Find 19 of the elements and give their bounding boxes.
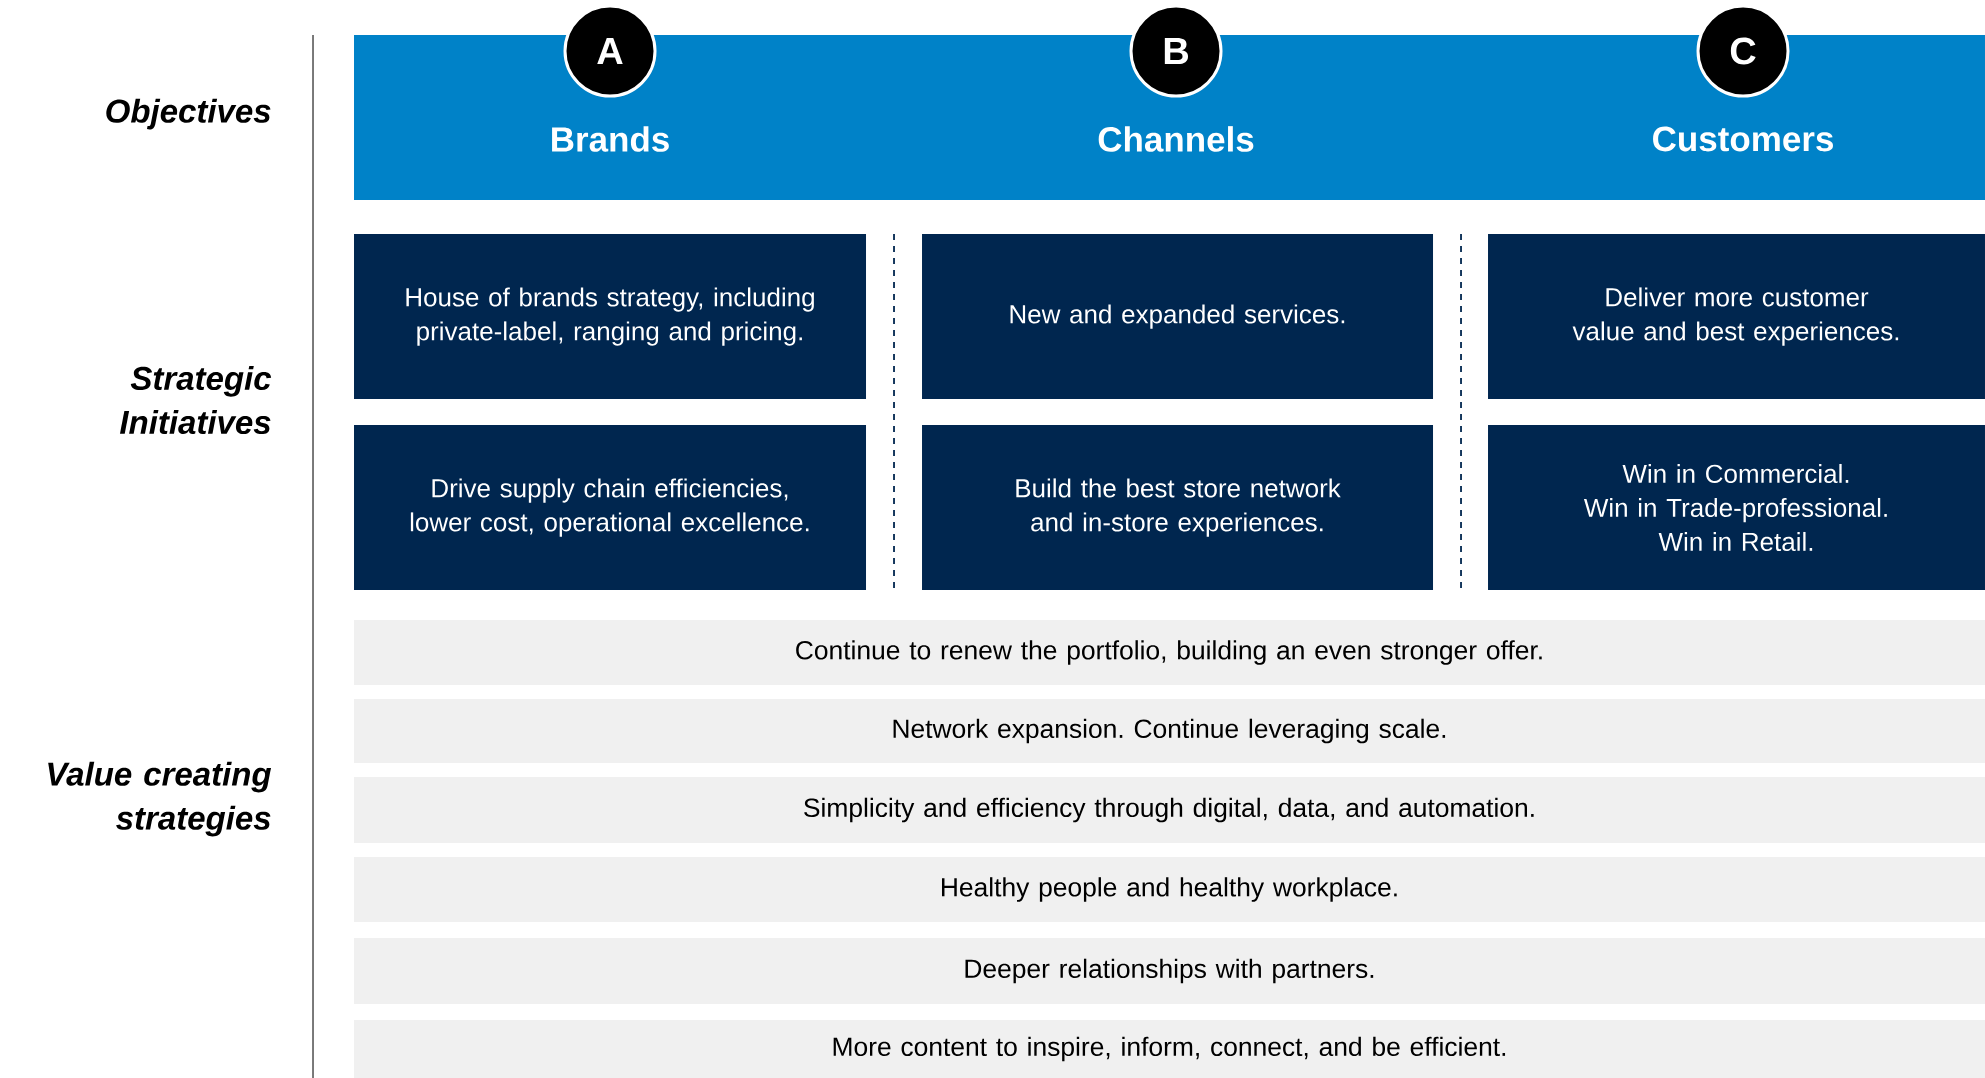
initiative-box: House of brands strategy, including private-label, ranging and pricing. — [354, 234, 866, 399]
row-label: Objectives — [106, 98, 271, 130]
strategy-bar: Simplicity and efficiency through digital, data, and automation. — [354, 777, 1985, 843]
strategy-bar: Healthy people and healthy workplace. — [354, 857, 1985, 922]
initiative-box: Win in Commercial. Win in Trade-professional. Win in Retail. — [1488, 425, 1985, 590]
strategy-bar: More content to inspire, inform, connect, and be efficient. — [354, 1020, 1985, 1078]
strategy-bar: Continue to renew the portfolio, building an even stronger offer. — [354, 620, 1985, 685]
initiative-box: Deliver more customer value and best experiences. — [1488, 234, 1985, 399]
column-heading: Customers — [1653, 126, 1833, 152]
band — [354, 35, 1985, 200]
row-label: Value creating strategies — [48, 761, 272, 837]
strategy-bar: Network expansion. Continue leveraging scale. — [354, 699, 1985, 763]
initiative-box: New and expanded services. — [922, 234, 1433, 399]
column-heading: Brands — [552, 126, 669, 152]
initiative-box: Build the best store network and in-store experiences. — [922, 425, 1433, 590]
row-label: Strategic Initiatives — [119, 365, 272, 435]
initiative-box: Drive supply chain efficiencies, lower cost, operational excellence. — [354, 425, 866, 590]
column-heading: Channels — [1098, 126, 1254, 152]
strategy-bar: Deeper relationships with partners. — [354, 938, 1985, 1004]
